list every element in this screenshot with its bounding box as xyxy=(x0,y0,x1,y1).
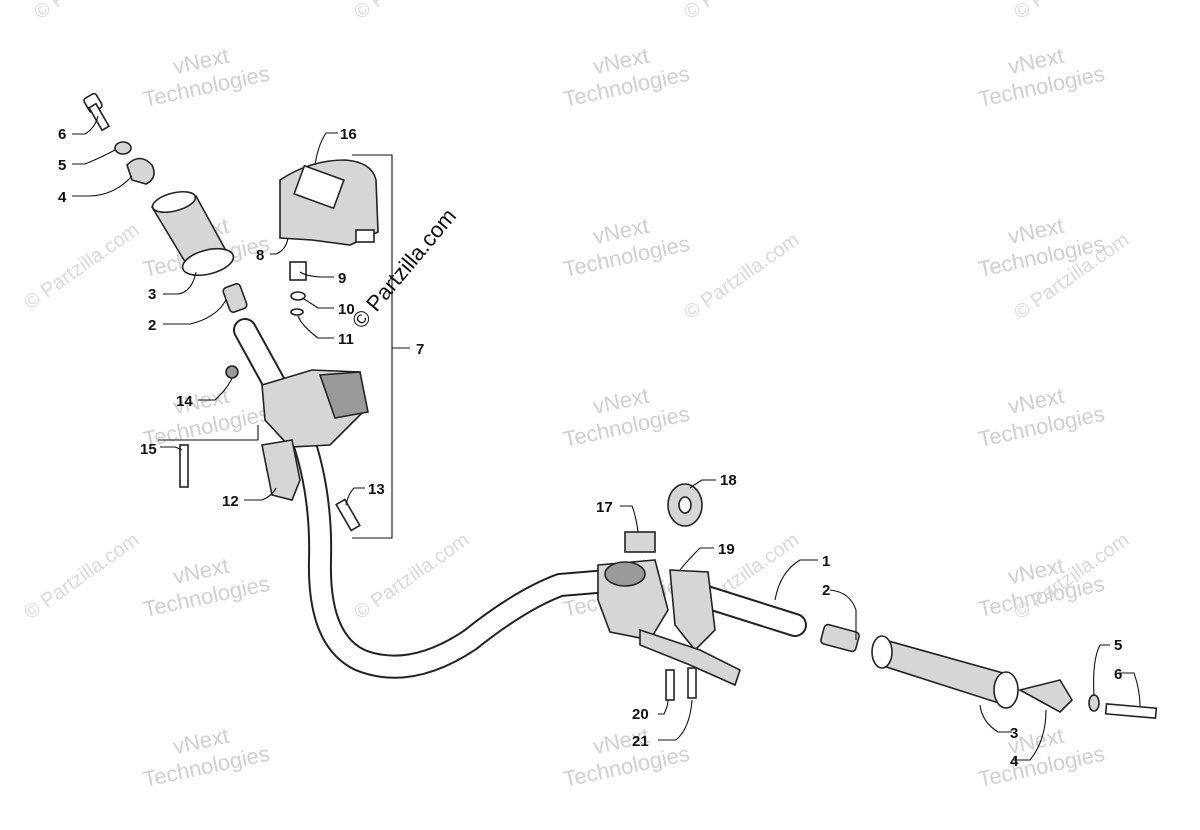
callout-15: 15 xyxy=(140,441,157,458)
left-grip-3 xyxy=(150,190,235,277)
callout-4: 4 xyxy=(58,189,67,206)
partzilla-watermark: © Partzilla.com xyxy=(350,529,473,624)
callout-2: 2 xyxy=(822,582,830,599)
callout-4: 4 xyxy=(1010,753,1019,770)
callout-10: 10 xyxy=(338,301,355,318)
switch-housing-cover-16 xyxy=(279,159,379,246)
partzilla-watermark: © Partzilla.com xyxy=(680,0,803,24)
callout-12: 12 xyxy=(222,493,239,510)
right-grip-3 xyxy=(871,635,1019,709)
handlebar-tube xyxy=(233,318,807,679)
partzilla-watermark: © Partzilla.com xyxy=(20,529,143,624)
callout-8: 8 xyxy=(256,247,264,264)
screw-13 xyxy=(335,498,361,532)
vnext-watermark: vNext Technologies xyxy=(561,383,692,452)
group-bracket-7 xyxy=(352,154,393,539)
leader-lines xyxy=(72,115,1141,761)
right-insert-2 xyxy=(820,623,860,653)
callout-labels: 6 5 4 3 2 16 8 9 10 11 7 14 15 12 13 17 … xyxy=(58,126,1122,770)
vnext-watermark: vNext Technologies xyxy=(561,43,692,112)
vnext-watermark: vNext Technologies xyxy=(141,553,272,622)
left-insert-2 xyxy=(222,283,248,313)
screw-21 xyxy=(687,667,697,699)
callout-5: 5 xyxy=(58,157,66,174)
right-bolt-6 xyxy=(1104,702,1158,720)
callout-5: 5 xyxy=(1114,637,1122,654)
callout-13: 13 xyxy=(368,481,385,498)
right-control-housing xyxy=(597,559,741,687)
partzilla-watermark: © Partzilla.com xyxy=(30,0,153,24)
callout-2: 2 xyxy=(148,317,156,334)
nut-14 xyxy=(225,365,239,379)
left-washer-5 xyxy=(114,141,132,155)
callout-7: 7 xyxy=(416,341,424,358)
washer-11 xyxy=(290,308,304,316)
switch-housing-base xyxy=(261,369,369,448)
callout-21: 21 xyxy=(632,733,649,750)
callout-6: 6 xyxy=(58,126,66,143)
right-bar-end-4 xyxy=(1017,679,1074,713)
brake-lever xyxy=(639,628,741,687)
vnext-watermark: vNext Technologies xyxy=(141,723,272,792)
vnext-watermark: vNext Technologies xyxy=(976,43,1107,112)
partzilla-watermark: © Partzilla.com xyxy=(1010,0,1133,24)
vnext-watermark: vNext Technologies xyxy=(561,723,692,792)
label-17 xyxy=(624,531,656,553)
vnext-watermark: vNext Technologies xyxy=(561,213,692,282)
callout-3: 3 xyxy=(1010,725,1018,742)
callout-3: 3 xyxy=(148,286,156,303)
throttle-lever-12 xyxy=(261,439,301,501)
partzilla-watermark: © Partzilla.com xyxy=(20,219,143,314)
vnext-watermark: vNext Technologies xyxy=(976,383,1107,452)
grommet-18-hole xyxy=(678,496,692,514)
callout-9: 9 xyxy=(338,270,346,287)
partzilla-watermark: © Partzilla.com xyxy=(680,229,803,324)
callout-18: 18 xyxy=(720,472,737,489)
callout-11: 11 xyxy=(338,331,354,348)
callout-6: 6 xyxy=(1114,666,1122,683)
callout-20: 20 xyxy=(632,706,649,723)
washer-10 xyxy=(290,291,306,301)
vnext-watermark: vNext Technologies xyxy=(141,43,272,112)
callout-19: 19 xyxy=(718,541,735,558)
partzilla-watermark: © Partzilla.com xyxy=(350,0,473,24)
left-bolt-6 xyxy=(83,92,111,132)
callout-14: 14 xyxy=(176,393,193,410)
callout-17: 17 xyxy=(596,499,613,516)
callout-16: 16 xyxy=(340,126,357,143)
screw-9 xyxy=(289,261,307,281)
left-bar-end-4 xyxy=(126,157,155,185)
screw-15 xyxy=(179,444,189,488)
callout-1: 1 xyxy=(822,553,830,570)
screw-20 xyxy=(665,669,675,701)
right-washer-5 xyxy=(1088,694,1100,712)
